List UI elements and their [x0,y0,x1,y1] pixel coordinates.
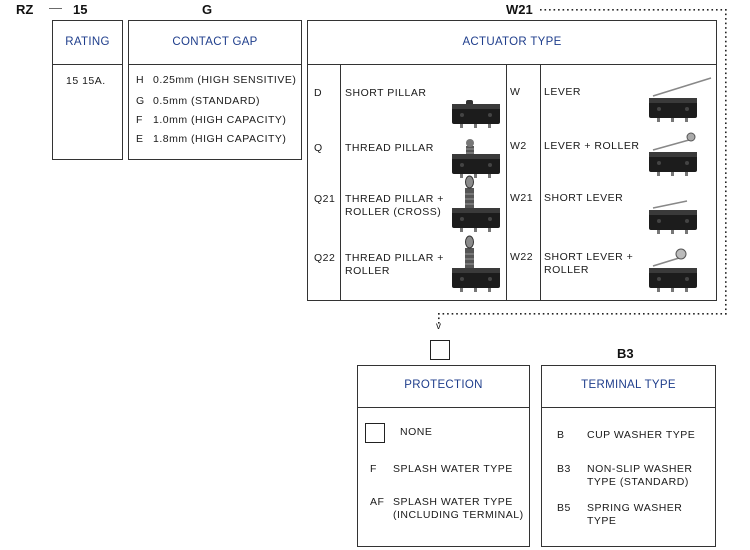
lever-switch-image [643,62,713,127]
terminal-divider [541,407,715,408]
actuator-code: W21 [506,2,533,17]
short-pillar-switch-image [446,68,516,133]
actuator-code: Q [314,142,323,154]
rating-value: 15 15A. [66,75,106,87]
terminal-header: TERMINAL TYPE [581,379,676,391]
actuator-table [307,20,717,301]
terminal-code: B5 [557,502,571,514]
rating-header: RATING [65,36,110,48]
actuator-desc: LEVER [544,86,581,98]
actuator-header-divider [307,64,716,65]
actuator-header: ACTUATOR TYPE [462,36,562,48]
protection-desc: NONE [400,426,433,438]
rating-divider [52,64,122,65]
terminal-desc: SPRING WASHER [587,502,683,514]
protection-header: PROTECTION [404,379,483,391]
actuator-code: W [510,86,521,98]
actuator-col-divider-2 [506,64,507,300]
actuator-desc: SHORT LEVER + [544,251,634,263]
contact-gap-code: F [136,114,143,126]
contact-gap-header: CONTACT GAP [172,36,258,48]
lever-roller-switch-image [643,116,713,181]
contact-gap-code: G [202,2,213,17]
contact-gap-desc: 1.0mm (HIGH CAPACITY) [153,114,287,126]
protection-divider [357,407,529,408]
actuator-desc: LEVER + ROLLER [544,140,640,152]
protection-marker: v [436,321,441,332]
protection-code: F [370,463,377,475]
actuator-col-divider-3 [540,64,541,300]
thread-pillar-roller-cross-switch-image [446,172,516,237]
thread-pillar-roller-switch-image [446,232,516,297]
protection-table [357,365,530,547]
terminal-table [541,365,716,547]
actuator-desc-line2: ROLLER [544,264,590,276]
contact-gap-divider [128,64,301,65]
actuator-desc-line2: ROLLER [345,265,391,277]
actuator-desc: THREAD PILLAR + [345,193,444,205]
rating-table [52,20,123,160]
contact-gap-code: H [136,74,145,86]
actuator-col-divider-1 [340,64,341,300]
terminal-code: B3 [617,346,634,361]
actuator-desc-line2: ROLLER (CROSS) [345,206,442,218]
contact-gap-desc: 0.25mm (HIGH SENSITIVE) [153,74,297,86]
actuator-code: W22 [510,251,534,263]
thread-pillar-switch-image [446,118,516,183]
protection-desc: SPLASH WATER TYPE [393,496,513,508]
terminal-desc-line2: TYPE (STANDARD) [587,476,689,488]
terminal-desc: NON-SLIP WASHER [587,463,693,475]
contact-gap-code: E [136,133,144,145]
actuator-desc: SHORT PILLAR [345,87,427,99]
actuator-code: W2 [510,140,527,152]
actuator-desc: SHORT LEVER [544,192,624,204]
terminal-desc-line2: TYPE [587,515,617,527]
protection-desc-line2: (INCLUDING TERMINAL) [393,509,524,521]
actuator-code: Q21 [314,193,336,205]
actuator-code: W21 [510,192,534,204]
series-code: RZ [16,2,34,17]
actuator-desc: THREAD PILLAR [345,142,434,154]
terminal-desc: CUP WASHER TYPE [587,429,696,441]
contact-gap-desc: 1.8mm (HIGH CAPACITY) [153,133,287,145]
protection-placeholder-box [430,340,450,360]
actuator-desc: THREAD PILLAR + [345,252,444,264]
short-lever-roller-switch-image [643,232,713,297]
actuator-code: Q22 [314,252,336,264]
rating-code: 15 [73,2,88,17]
actuator-code: D [314,87,323,99]
protection-none-box [365,423,385,443]
contact-gap-table [128,20,302,160]
contact-gap-desc: 0.5mm (STANDARD) [153,95,260,107]
contact-gap-code: G [136,95,145,107]
short-lever-switch-image [643,174,713,239]
protection-code: AF [370,496,385,508]
protection-desc: SPLASH WATER TYPE [393,463,513,475]
code-dash: — [49,0,62,15]
terminal-code: B [557,429,565,441]
terminal-code: B3 [557,463,571,475]
